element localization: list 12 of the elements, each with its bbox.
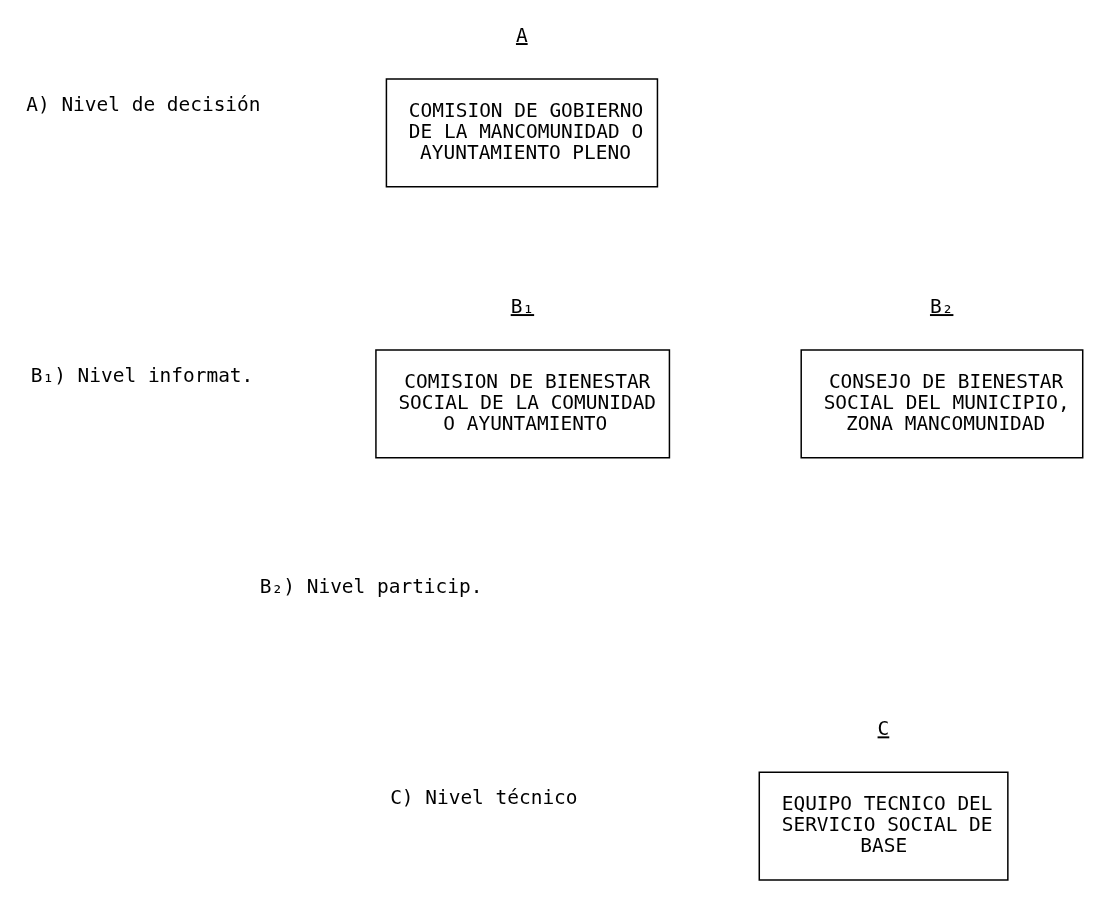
node-label: B₂ <box>929 295 954 319</box>
node-label: C <box>877 717 890 741</box>
node-box: EQUIPO TECNICO DEL SERVICIO SOCIAL DE BASE <box>758 771 1009 881</box>
label: C) Nivel técnico <box>390 786 578 810</box>
node-box: COMISION DE GOBIERNO DE LA MANCOMUNIDAD O AYUNTAMIENTO PLENO <box>385 78 659 188</box>
node-label: B₁ <box>510 295 535 319</box>
node-box: COMISION DE BIENESTAR SOCIAL DE LA COMUNIDAD O AYUNTAMIENTO <box>375 349 671 459</box>
label: B₁) Nivel informat. <box>30 363 254 387</box>
node-box: CONSEJO DE BIENESTAR SOCIAL DEL MUNICIPIO, ZONA MANCOMUNIDAD <box>800 349 1084 459</box>
node-label: A <box>515 24 528 48</box>
label: B₂) Nivel particip. <box>259 575 483 599</box>
label: A) Nivel de decisión <box>26 92 261 116</box>
